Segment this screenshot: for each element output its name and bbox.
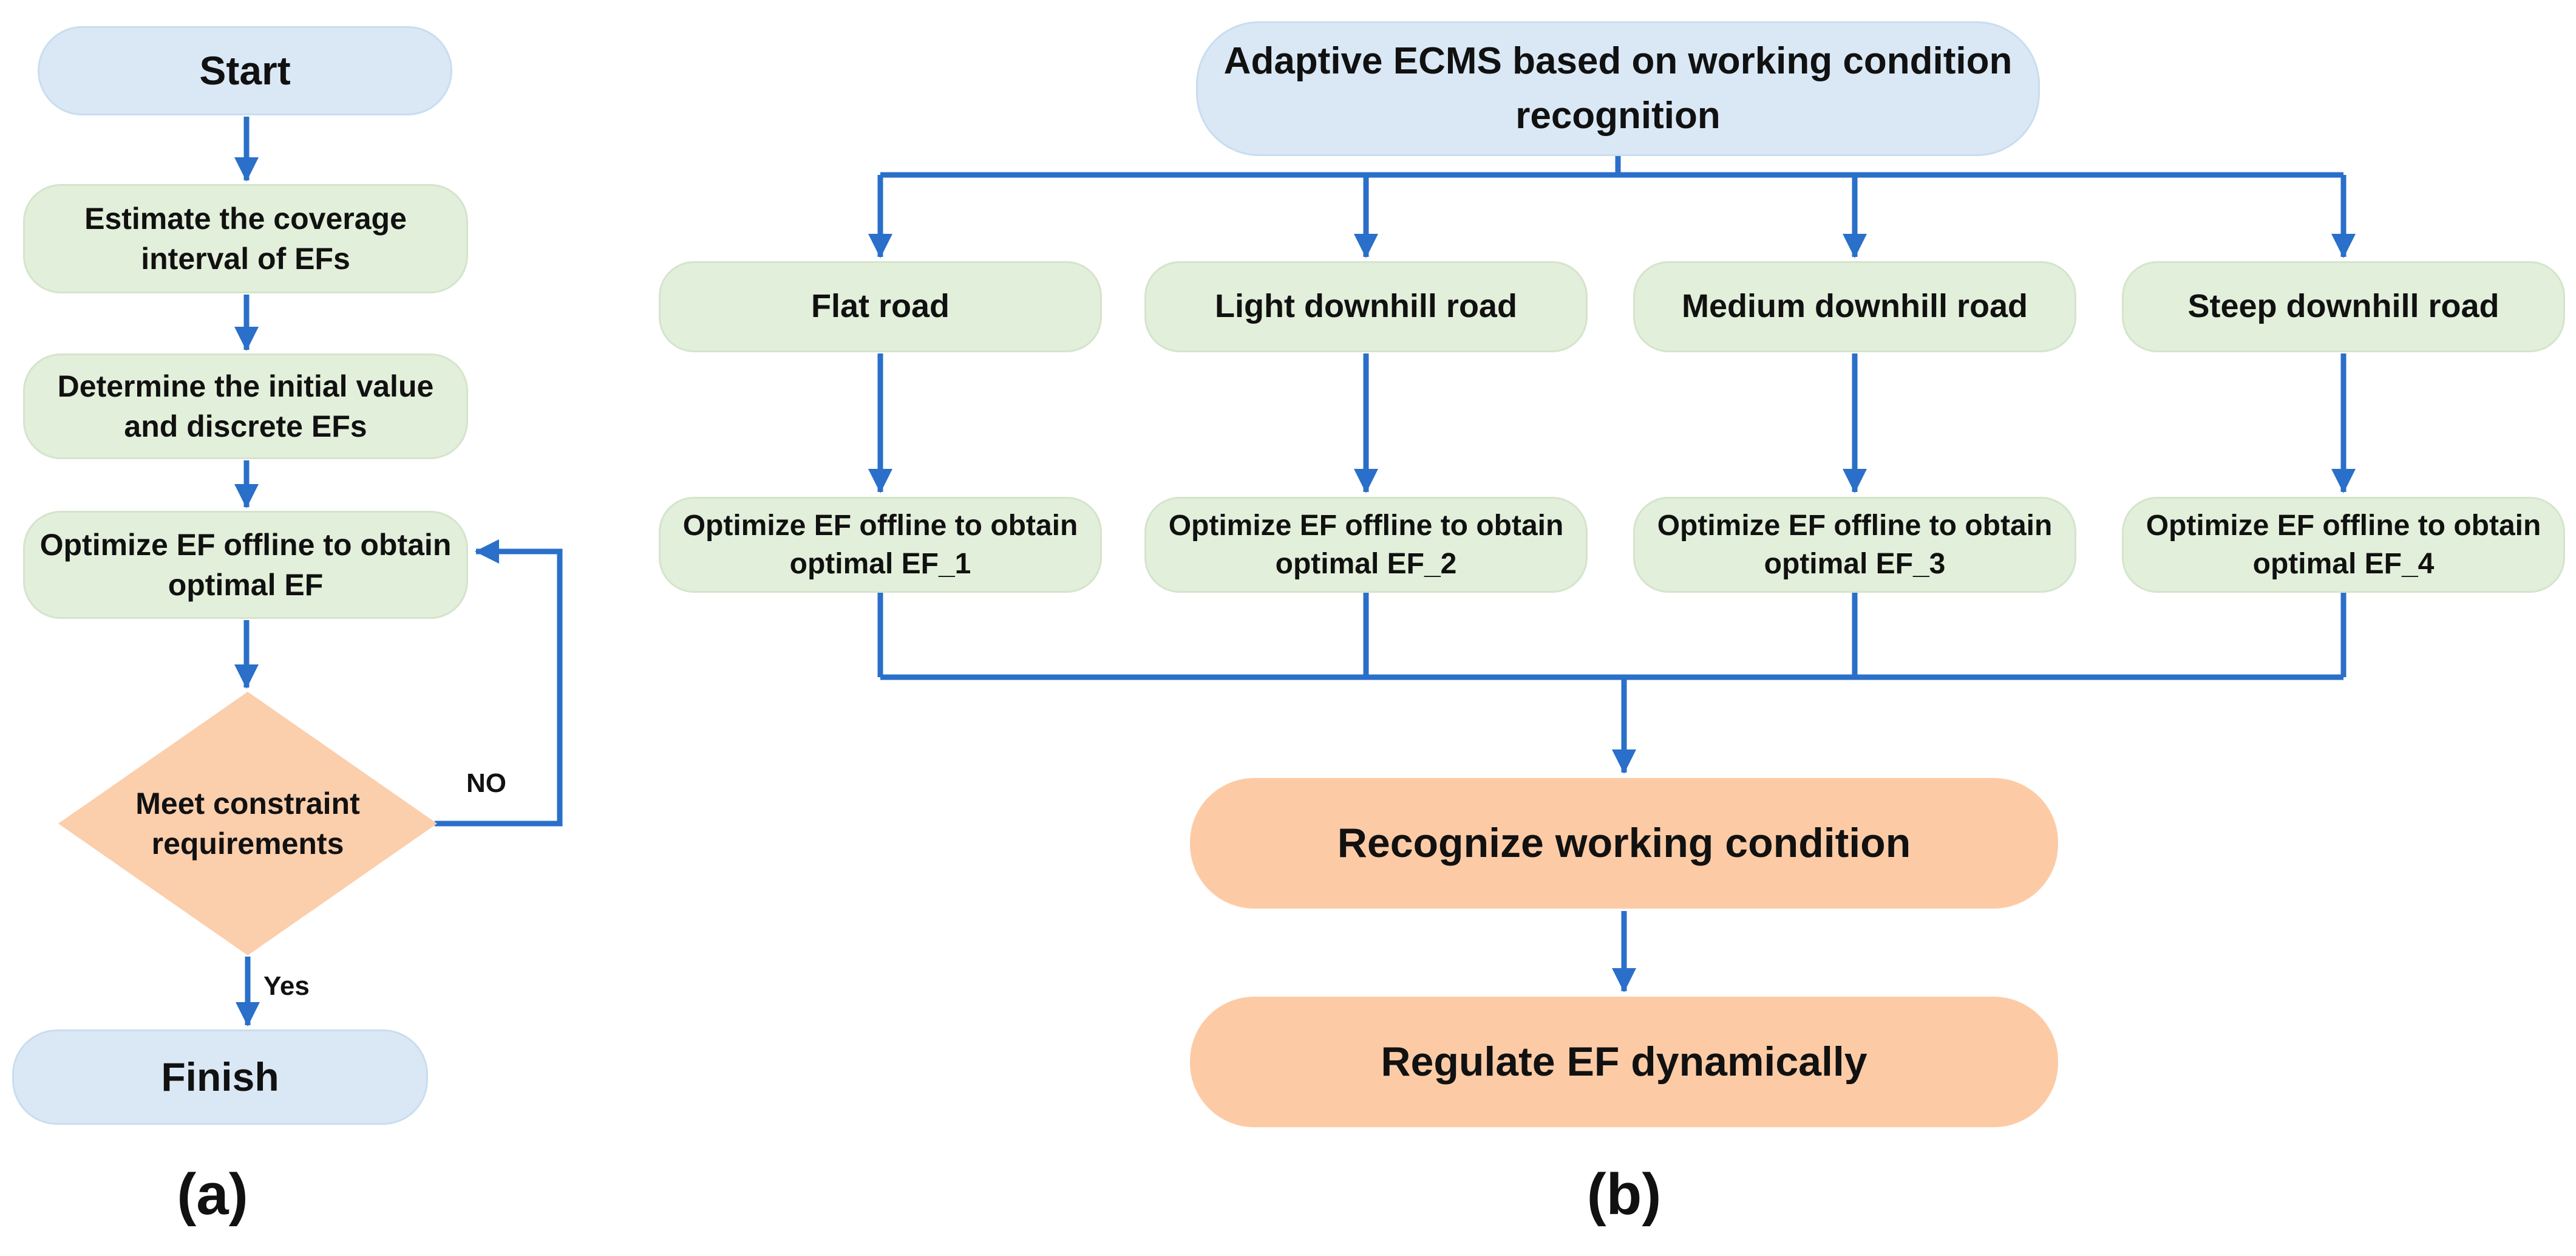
node-determine-line2: and discrete EFs [124, 409, 367, 443]
regulate-label: Regulate EF dynamically [1381, 1038, 1867, 1085]
action-ef2-line1: Optimize EF offline to obtain [1168, 509, 1564, 542]
node-condition-steep-downhill: Steep downhill road [2122, 261, 2565, 352]
condition-light-downhill-label: Light downhill road [1215, 288, 1517, 325]
action-ef4-line1: Optimize EF offline to obtain [2146, 509, 2541, 542]
node-regulate-ef-dynamically: Regulate EF dynamically [1190, 997, 2058, 1127]
node-decision-line2: requirements [151, 827, 344, 861]
node-estimate-line1: Estimate the coverage [84, 202, 407, 236]
node-finish-label: Finish [161, 1054, 279, 1099]
node-condition-flat-road: Flat road [659, 261, 1102, 352]
node-estimate-coverage: Estimate the coverage interval of EFs [23, 184, 468, 293]
node-estimate-line2: interval of EFs [141, 242, 350, 276]
node-finish: Finish [12, 1029, 428, 1125]
title-line2: recognition [1515, 95, 1721, 137]
node-optimize-offline: Optimize EF offline to obtain optimal EF [23, 511, 468, 619]
node-decision-meet-constraint: Meet constraint requirements [58, 692, 437, 955]
node-action-optimal-ef2: Optimize EF offline to obtain optimal EF… [1144, 497, 1588, 593]
figure-label-b: (b) [1586, 1162, 1662, 1227]
action-ef2-line2: optimal EF_2 [1275, 548, 1457, 580]
edge-label-no: NO [466, 768, 506, 798]
condition-medium-downhill-label: Medium downhill road [1682, 288, 2028, 325]
node-action-optimal-ef4: Optimize EF offline to obtain optimal EF… [2122, 497, 2565, 593]
node-determine-line1: Determine the initial value [57, 369, 434, 403]
node-action-optimal-ef3: Optimize EF offline to obtain optimal EF… [1633, 497, 2076, 593]
condition-flat-road-label: Flat road [811, 288, 950, 325]
action-ef4-line2: optimal EF_4 [2252, 548, 2435, 580]
node-optimize-line1: Optimize EF offline to obtain [39, 528, 452, 562]
node-condition-medium-downhill: Medium downhill road [1633, 261, 2076, 352]
node-action-optimal-ef1: Optimize EF offline to obtain optimal EF… [659, 497, 1102, 593]
node-optimize-line2: optimal EF [168, 568, 324, 602]
node-decision-line1: Meet constraint [135, 787, 360, 821]
recognize-label: Recognize working condition [1337, 819, 1911, 866]
figure-label-a: (a) [177, 1162, 248, 1227]
edge-label-yes: Yes [263, 971, 310, 1001]
node-start: Start [38, 26, 452, 115]
action-ef3-line1: Optimize EF offline to obtain [1657, 509, 2053, 542]
action-ef3-line2: optimal EF_3 [1764, 548, 1946, 580]
condition-steep-downhill-label: Steep downhill road [2187, 288, 2500, 325]
action-ef1-line1: Optimize EF offline to obtain [682, 509, 1078, 542]
node-start-label: Start [199, 47, 291, 93]
title-line1: Adaptive ECMS based on working condition [1223, 40, 2013, 83]
action-ef1-line2: optimal EF_1 [789, 548, 971, 580]
node-determine-initial: Determine the initial value and discrete… [23, 353, 468, 459]
node-recognize-working-condition: Recognize working condition [1190, 778, 2058, 909]
node-condition-light-downhill: Light downhill road [1144, 261, 1588, 352]
node-adaptive-ecms-title: Adaptive ECMS based on working condition… [1196, 21, 2040, 156]
